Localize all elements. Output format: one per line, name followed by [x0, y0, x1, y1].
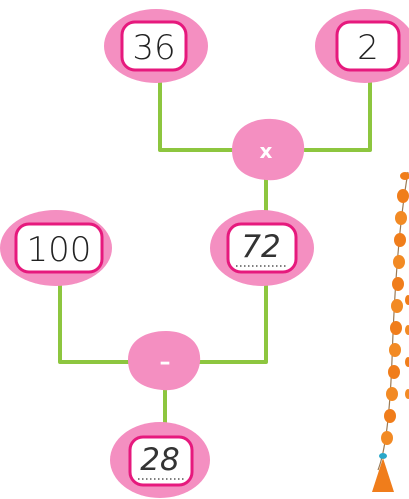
number-value: 100	[27, 230, 92, 270]
bead	[389, 343, 401, 357]
bead	[395, 211, 407, 225]
bead	[388, 365, 400, 379]
answer-value: 72	[241, 229, 280, 265]
connector-100-to-subtract	[60, 272, 135, 362]
garland-tassel	[372, 458, 394, 492]
bead	[405, 357, 409, 367]
answer-node-72: 72	[210, 210, 314, 286]
bead	[400, 172, 409, 180]
number-value: 36	[132, 28, 175, 68]
number-node-36: 36	[104, 9, 208, 83]
bead	[394, 233, 406, 247]
number-node-2: 2	[315, 9, 409, 83]
number-node-100: 100	[0, 210, 112, 286]
answer-value: 28	[140, 442, 179, 478]
bead	[405, 389, 409, 399]
multiply-operation: x	[232, 119, 304, 180]
bead	[386, 387, 398, 401]
connector-36-to-multiply	[160, 70, 245, 150]
bead-garland-decoration	[372, 172, 409, 492]
subtract-operation: –	[128, 331, 200, 390]
bead	[391, 299, 403, 313]
bead	[397, 189, 409, 203]
multiply-sign: x	[260, 139, 273, 163]
bead	[384, 409, 396, 423]
answer-node-28: 28	[110, 422, 210, 498]
number-value: 2	[357, 28, 379, 68]
bead	[392, 277, 404, 291]
bead	[381, 431, 393, 445]
bead	[405, 325, 409, 335]
bead	[393, 255, 405, 269]
subtract-sign: –	[160, 350, 171, 375]
bead	[390, 321, 402, 335]
bead	[405, 295, 409, 305]
